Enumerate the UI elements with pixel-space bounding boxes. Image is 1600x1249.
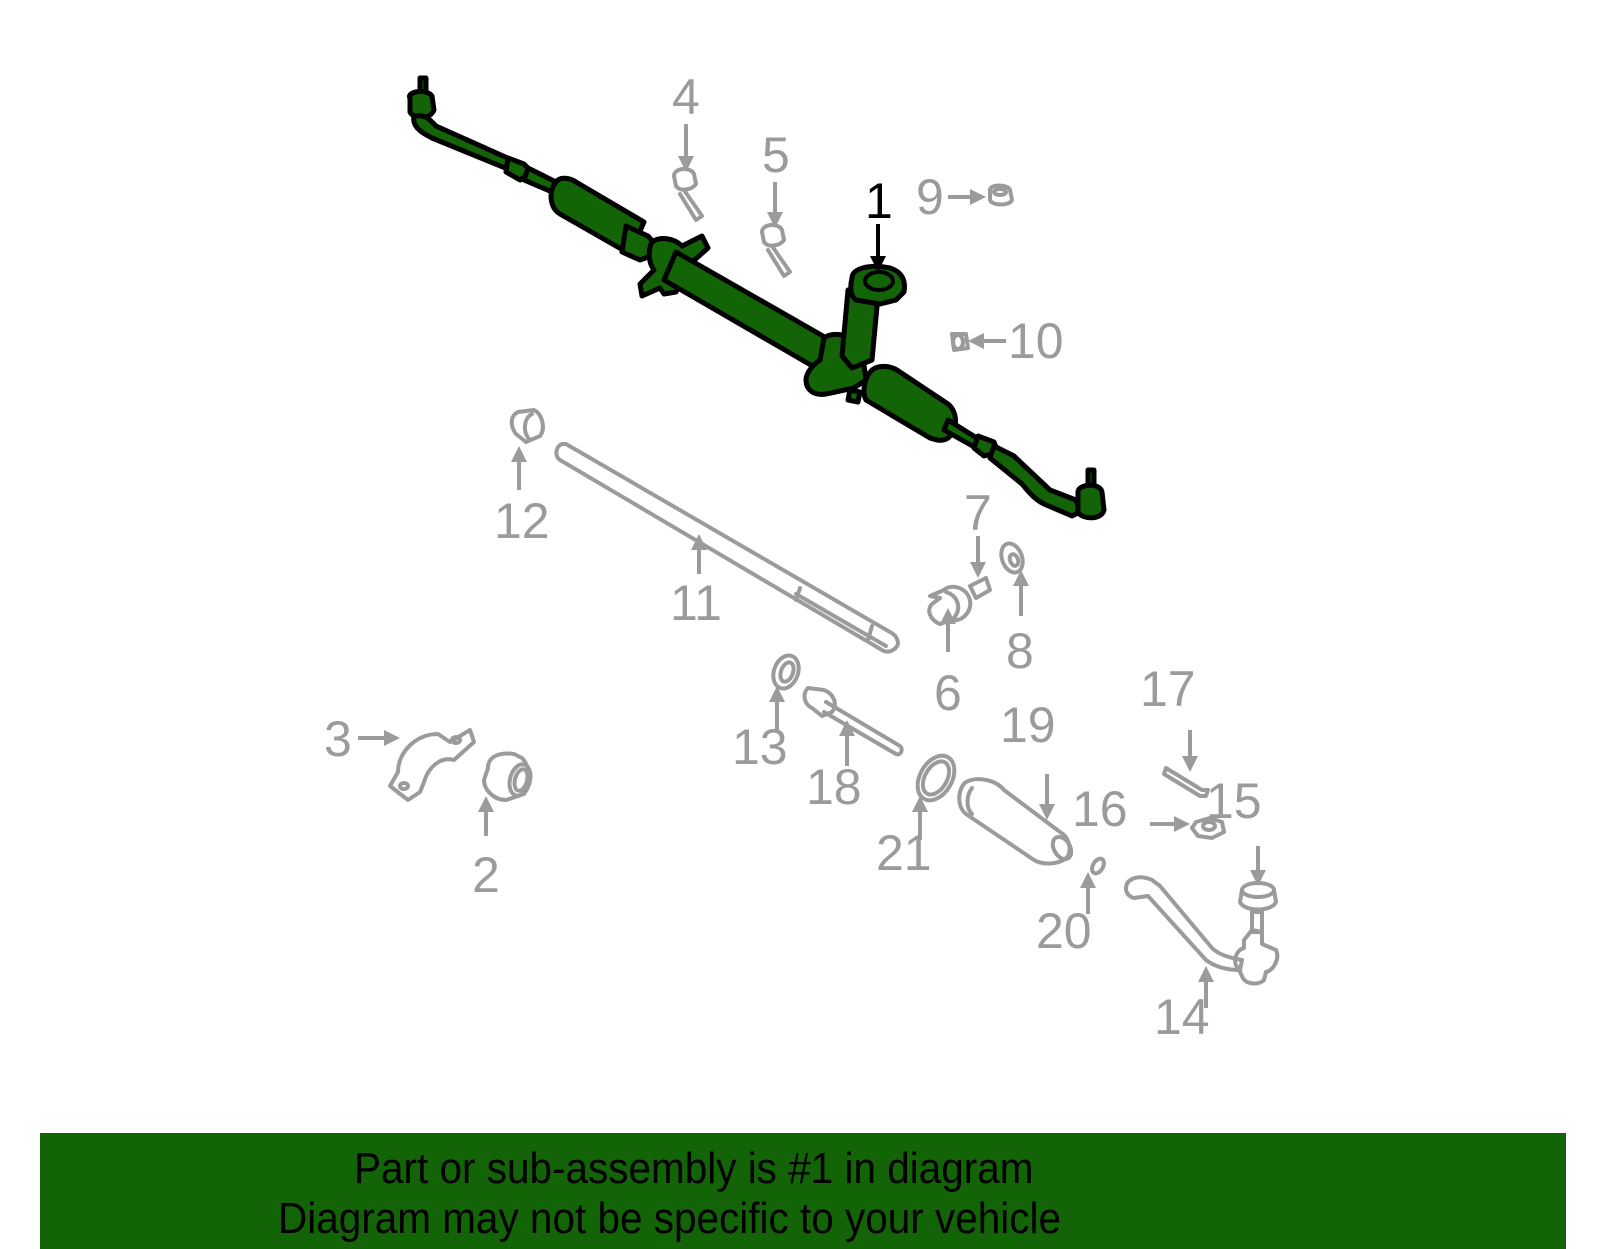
banner-line-disclaimer: Diagram may not be specific to your vehi… (278, 1194, 1061, 1243)
callout-13[interactable]: 13 (732, 719, 788, 775)
part-11-rack-shaft[interactable] (554, 442, 900, 654)
part-20-clip[interactable] (1090, 856, 1107, 876)
part-12-bushing[interactable] (509, 408, 545, 444)
part-5-bolt[interactable] (760, 223, 792, 278)
callout-9[interactable]: 9 (916, 169, 944, 225)
callout-15[interactable]: 15 (1206, 773, 1262, 829)
part-21-clamp-ring[interactable] (910, 749, 962, 807)
callout-10[interactable]: 10 (1008, 313, 1064, 369)
part-18-inner-tie-rod[interactable] (802, 686, 904, 757)
part-15-dust-boot[interactable] (1238, 881, 1278, 912)
callout-1[interactable]: 1 (865, 173, 893, 229)
part-14-outer-tie-rod-end[interactable] (1124, 875, 1280, 986)
callout-12[interactable]: 12 (494, 493, 550, 549)
callout-3[interactable]: 3 (324, 711, 352, 767)
callout-11[interactable]: 11 (670, 575, 722, 631)
callout-20[interactable]: 20 (1036, 903, 1092, 959)
part-9-nut[interactable] (988, 183, 1014, 207)
part-16-nut[interactable] (1190, 816, 1226, 840)
callout-19[interactable]: 19 (1000, 697, 1056, 753)
part-19-boot[interactable] (957, 777, 1075, 866)
callout-14[interactable]: 14 (1154, 989, 1210, 1045)
callout-arrows (358, 124, 1266, 1008)
callout-8[interactable]: 8 (1006, 623, 1034, 679)
part-10-cap[interactable] (950, 332, 970, 352)
part-7-pin[interactable] (968, 576, 992, 600)
banner-line-part-number: Part or sub-assembly is #1 in diagram (354, 1144, 1034, 1193)
callout-labels: 1 2 3 4 5 6 7 8 9 10 11 12 13 14 15 16 1… (324, 69, 1262, 1045)
part-3-clamp-bracket[interactable] (388, 728, 476, 802)
callout-2[interactable]: 2 (472, 847, 500, 903)
callout-7[interactable]: 7 (964, 485, 992, 541)
callout-18[interactable]: 18 (806, 759, 862, 815)
part-2-bushing[interactable] (482, 751, 534, 802)
part-17-plate[interactable] (1162, 766, 1210, 798)
callout-4[interactable]: 4 (672, 69, 700, 125)
part-1-steering-gear-assembly[interactable] (407, 75, 1107, 521)
callout-16[interactable]: 16 (1072, 781, 1128, 837)
callout-6[interactable]: 6 (934, 665, 962, 721)
callout-17[interactable]: 17 (1140, 661, 1196, 717)
part-13-washer[interactable] (769, 652, 803, 692)
part-6-yoke[interactable] (927, 584, 973, 626)
callout-21[interactable]: 21 (876, 825, 932, 881)
callout-5[interactable]: 5 (762, 127, 790, 183)
part-4-bolt[interactable] (672, 167, 704, 222)
part-8-washer[interactable] (997, 540, 1026, 575)
disclaimer-banner: Part or sub-assembly is #1 in diagram Di… (40, 1133, 1566, 1249)
